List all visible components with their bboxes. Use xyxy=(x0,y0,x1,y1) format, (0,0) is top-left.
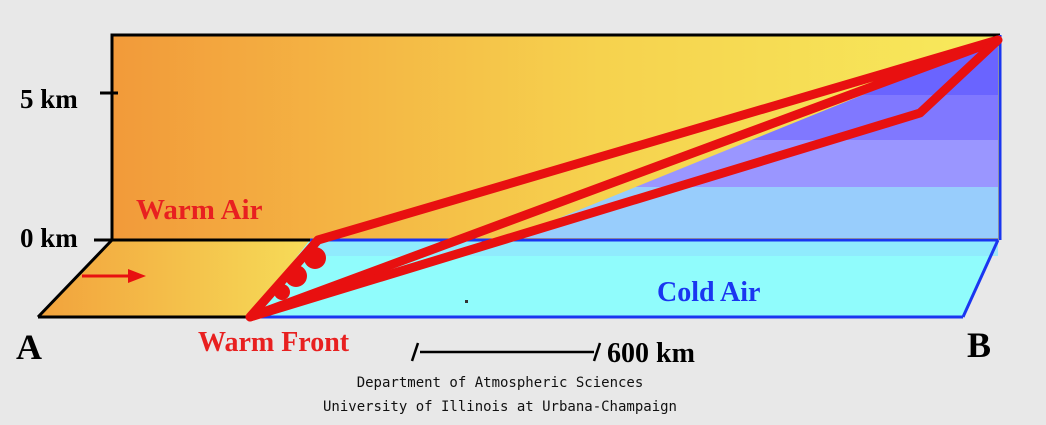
scale-bar xyxy=(410,342,602,362)
frontal-surface xyxy=(245,35,1003,322)
point-b-label: B xyxy=(967,325,991,365)
credit-university: University of Illinois at Urbana-Champai… xyxy=(322,399,677,415)
cold-air-label: Cold Air xyxy=(657,277,760,308)
warm-air-label: Warm Air xyxy=(136,194,263,226)
point-a-label: A xyxy=(16,327,42,367)
warm-front-symbol xyxy=(274,247,326,300)
motion-arrow xyxy=(82,269,146,283)
scale-label: 600 km xyxy=(607,338,695,369)
warm-ground xyxy=(38,240,310,317)
y-label-5km: 5 km xyxy=(20,84,78,114)
warm-front-cross-section: 5 km 0 km Warm Air Cold Air Warm Front A… xyxy=(16,33,1003,369)
warm-front-label: Warm Front xyxy=(198,327,350,358)
y-label-0km: 0 km xyxy=(20,223,78,253)
back-wall-outline xyxy=(110,33,1000,240)
credit-department: Department of Atmospheric Sciences xyxy=(356,375,644,391)
